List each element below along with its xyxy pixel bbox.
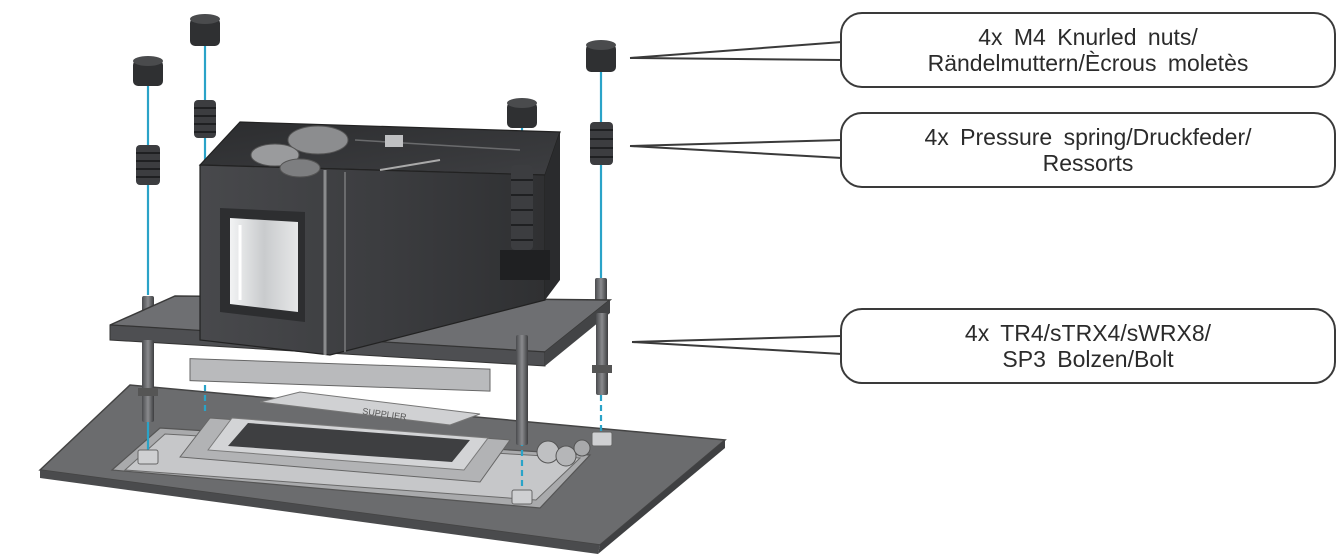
callout-bolts: 4x TR4/sTRX4/sWRX8/ SP3 Bolzen/Bolt — [840, 308, 1336, 384]
callout-bolts-line2: SP3 Bolzen/Bolt — [1002, 346, 1174, 372]
pressure-spring-front-left — [136, 145, 160, 185]
pressure-spring-rear-right — [590, 122, 613, 165]
callout-pressure-springs: 4x Pressure spring/Druckfeder/ Ressorts — [840, 112, 1336, 188]
knurled-nut-front-left — [133, 56, 163, 86]
side-port — [500, 250, 550, 280]
top-port-openings — [250, 125, 349, 178]
bolt-front-right — [591, 313, 613, 447]
callout-pressure-springs-line1: 4x Pressure spring/Druckfeder/ — [924, 124, 1252, 150]
pressure-spring-center-right — [511, 165, 533, 250]
front-window — [220, 208, 305, 322]
callout-bolts-line1: 4x TR4/sTRX4/sWRX8/ — [964, 320, 1212, 346]
callout-knurled-nuts-line2: Rändelmuttern/Ècrous moletès — [927, 50, 1249, 76]
logo-badge — [385, 135, 403, 147]
bolt-front-left — [137, 340, 159, 465]
cpu-socket-frame: SUPPLIER — [110, 391, 592, 509]
bolt-center-right — [511, 335, 533, 505]
bolt-rear-right — [595, 278, 607, 306]
callout-pressure-springs-line2: Ressorts — [1042, 150, 1134, 176]
callout-knurled-nuts: 4x M4 Knurled nuts/ Rändelmuttern/Ècrous… — [840, 12, 1336, 88]
knurled-nut-rear-left — [190, 14, 220, 46]
socket-latch — [536, 439, 591, 467]
water-block — [198, 121, 561, 356]
callout-leader-lines — [629, 41, 843, 355]
callout-knurled-nuts-line1: 4x M4 Knurled nuts/ — [978, 24, 1198, 50]
pressure-spring-rear-left — [194, 100, 216, 138]
knurled-nut-rear-right — [586, 40, 616, 72]
knurled-nut-center-right — [507, 98, 537, 128]
